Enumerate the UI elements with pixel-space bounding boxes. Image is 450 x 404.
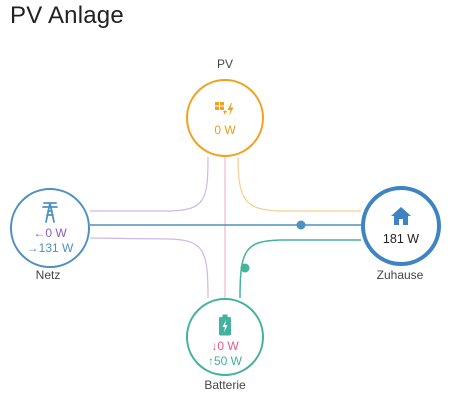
flow-line-grid-battery <box>89 237 209 299</box>
flow-line-battery-home <box>239 239 361 299</box>
grid-export: →131 W <box>27 241 74 256</box>
battery-node[interactable]: ↓0 W ↑50 W <box>186 298 264 376</box>
pv-label: PV <box>216 57 233 71</box>
flow-line-pv-home <box>237 156 361 212</box>
grid-import-value: 0 W <box>45 225 67 240</box>
grid-export-value: 131 W <box>38 240 74 255</box>
arrow-up-icon: ↑ <box>207 353 214 368</box>
battery-charging-icon <box>219 314 231 335</box>
home-node[interactable]: 181 W <box>361 186 441 266</box>
battery-out-value: 50 W <box>213 353 242 368</box>
pv-node[interactable]: 0 W <box>186 79 264 157</box>
home-icon <box>391 206 411 225</box>
solar-panel-icon <box>215 101 234 116</box>
grid-node[interactable]: ←0 W →131 W <box>10 188 90 268</box>
grid-label: Netz <box>35 268 61 282</box>
home-power: 181 W <box>382 231 420 246</box>
flow-line-pv-grid <box>90 156 209 212</box>
battery-out: ↑50 W <box>208 354 242 369</box>
battery-in-value: 0 W <box>217 338 239 353</box>
card-title: PV Anlage <box>10 2 124 29</box>
arrow-left-icon: ← <box>33 225 46 240</box>
transmission-tower-icon <box>42 201 58 223</box>
arrow-down-icon: ↓ <box>211 338 218 353</box>
battery-in: ↓0 W <box>211 339 238 354</box>
grid-import: ←0 W <box>33 226 66 241</box>
arrow-right-icon: → <box>26 240 39 255</box>
pv-power: 0 W <box>214 122 236 137</box>
flow-dot-grid-home <box>296 220 306 230</box>
battery-label: Batterie <box>204 378 246 392</box>
flow-dot-battery-home <box>240 263 250 273</box>
home-label: Zuhause <box>376 268 424 282</box>
